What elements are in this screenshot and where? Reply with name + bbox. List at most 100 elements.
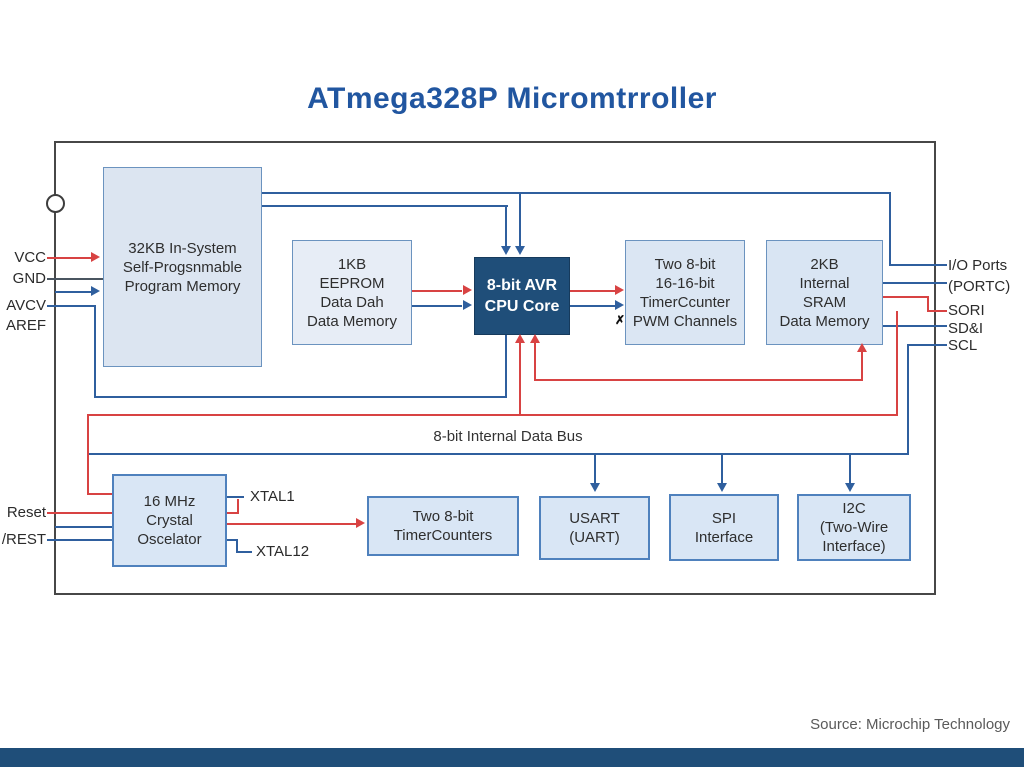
block-label: Oscelator — [137, 531, 202, 548]
wire-gnd — [47, 278, 103, 280]
wire-reset — [47, 512, 113, 514]
wire-io-ports — [889, 264, 947, 266]
wire-cpu-in-left — [505, 205, 507, 248]
source-credit: Source: Microchip Technology — [810, 716, 1010, 733]
block-spi: SPI Interface — [669, 494, 779, 561]
wire-spi-drop — [721, 455, 723, 485]
wire-sori — [927, 310, 947, 312]
wire-xtal12-a — [222, 539, 238, 541]
pin-label-gnd: GND — [12, 270, 46, 287]
block-label: EEPROM — [319, 274, 385, 292]
wire-xtal1-red-a — [222, 512, 239, 514]
wire-bus-top — [260, 192, 890, 194]
block-label: SRAM — [802, 293, 847, 311]
pin-label-scl: SCL — [948, 337, 978, 354]
block-sram: 2KB Internal SRAM Data Memory — [766, 240, 883, 345]
wire-cpu-loop-h — [94, 396, 507, 398]
wire-sram-sori — [880, 296, 929, 298]
arrow-down-icon — [515, 246, 525, 255]
wire-sori-step — [927, 296, 929, 312]
wire-sdi — [880, 325, 947, 327]
arrow-down-icon — [590, 483, 600, 492]
wire-progmem-in-blue — [55, 291, 93, 293]
block-label: TimerCcunter — [639, 293, 731, 311]
block-cpu-core: 8-bit AVR CPU Core — [474, 257, 570, 335]
wire-avcv — [47, 305, 96, 307]
wire-cpu-in-right — [519, 192, 521, 248]
block-label: Data Dah — [320, 293, 384, 311]
wire-scl-riser — [907, 344, 909, 454]
pin-label-rest: /REST — [1, 531, 46, 548]
wire-data-bus-blue — [87, 453, 909, 455]
pin-label-avcv: AVCV — [6, 297, 46, 314]
wire-cpu-timer-red — [568, 290, 616, 292]
pin-label-vcc: VCC — [14, 249, 46, 266]
wire-crystal-timers — [222, 523, 357, 525]
block-label: Two 8-bit — [412, 508, 474, 525]
wire-cpu-timer-blue — [568, 305, 616, 307]
bottom-bar — [0, 748, 1024, 767]
wire-crystal-in-blue — [55, 526, 112, 528]
block-label: Self-Progsnmable — [122, 258, 243, 276]
block-label: Two 8-bit — [654, 255, 716, 273]
pin-label-portc: (PORTC) — [948, 278, 1011, 295]
block-label: 8-bit AVR — [486, 277, 558, 294]
wire-eeprom-cpu-red — [410, 290, 462, 292]
pin-label-io-ports: I/O Ports — [948, 257, 1008, 274]
pin-label-aref: AREF — [5, 317, 46, 334]
pin-label-xtal1: XTAL1 — [250, 488, 295, 505]
block-label: Program Memory — [124, 277, 241, 295]
wire-xtal1-red-b — [237, 499, 239, 513]
arrow-down-icon — [717, 483, 727, 492]
block-timer-pwm: Two 8-bit 16-16-bit TimerCcunter PWM Cha… — [625, 240, 745, 345]
wire-scl — [907, 344, 947, 346]
wire-bus-cpu-riser — [519, 343, 521, 415]
block-label: 16-16-bit — [655, 274, 715, 292]
arrow-down-icon — [501, 246, 511, 255]
pin-label-reset: Reset — [6, 504, 46, 521]
wire-eeprom-cpu-blue — [410, 305, 462, 307]
arrow-right-icon — [615, 300, 624, 310]
arrow-right-icon — [91, 286, 100, 296]
block-label: PWM Channels — [632, 312, 738, 330]
diagram-title: ATmega328P Micromtrroller — [307, 82, 717, 115]
block-label: 2KB — [810, 255, 839, 273]
block-label: SPI — [711, 509, 737, 527]
wire-vcc — [47, 257, 93, 259]
block-crystal-oscillator: 16 MHz Crystal Oscelator — [112, 474, 227, 567]
arrow-up-icon — [530, 334, 540, 343]
block-program-memory: 32KB In-System Self-Progsnmable Program … — [103, 167, 262, 367]
wire-rest — [47, 539, 112, 541]
block-label: CPU Core — [484, 298, 560, 315]
pin-label-sdi: SD&I — [948, 320, 984, 337]
arrow-up-icon — [857, 343, 867, 352]
block-eeprom: 1KB EEPROM Data Dah Data Memory — [292, 240, 412, 345]
block-label: I2C — [842, 500, 866, 517]
block-i2c: I2C (Two-Wire Interface) — [797, 494, 911, 561]
arrow-right-icon — [91, 252, 100, 262]
block-label: (UART) — [569, 529, 620, 546]
block-label: Data Memory — [306, 312, 398, 330]
wire-xtal1 — [222, 496, 244, 498]
arrow-right-icon — [615, 285, 624, 295]
wire-cpu-sram-return — [534, 379, 863, 381]
pin-node-icon — [46, 194, 65, 213]
block-usart: USART (UART) — [539, 496, 650, 560]
block-label: (Two-Wire — [819, 519, 889, 536]
block-label: Data Memory — [779, 312, 870, 330]
pwm-marker-icon: ✗ — [615, 313, 626, 327]
block-timer-counters: Two 8-bit TimerCounters — [367, 496, 519, 556]
arrow-right-icon — [463, 285, 472, 295]
arrow-right-icon — [463, 300, 472, 310]
arrow-right-icon — [356, 518, 365, 528]
block-label: TimerCounters — [393, 527, 493, 544]
wire-bus-crystal-in — [87, 493, 113, 495]
block-label: 16 MHz — [143, 493, 196, 510]
block-label: 32KB In-System — [128, 239, 237, 257]
wire-sori-riser — [896, 311, 898, 415]
pin-label-xtal12: XTAL12 — [256, 543, 310, 560]
wire-i2c-drop — [849, 455, 851, 485]
block-label: Interface) — [822, 538, 886, 555]
wire-xtal12-b — [236, 539, 238, 553]
